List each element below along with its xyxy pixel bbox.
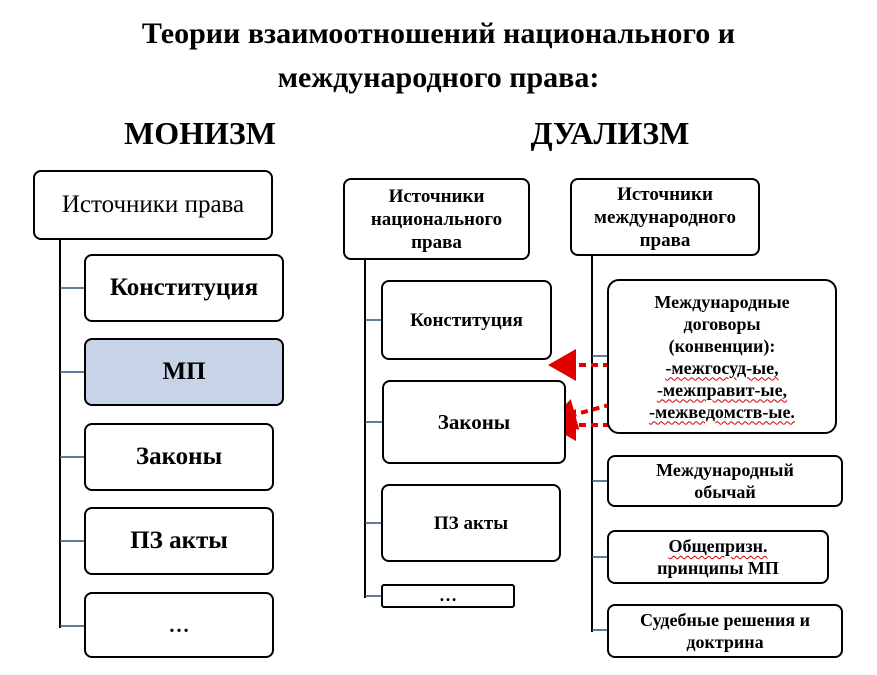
monism-item-constitution: Конституция	[84, 254, 284, 322]
national-root-line: Источники	[388, 185, 485, 207]
treaty-kind-intergovernmental: -межправит-ые,	[656, 379, 788, 400]
treaty-kind-interdepartmental: -межведомств-ые.	[649, 401, 795, 422]
dualism-heading: ДУАЛИЗМ	[530, 115, 690, 151]
national-item-laws: Законы	[382, 380, 566, 464]
national-root-line: национального	[370, 208, 503, 230]
dualism-international-root: Источники международного права	[570, 178, 760, 256]
monism-root-label: Источники права	[61, 191, 245, 218]
international-item-judicial: Судебные решения и доктрина	[607, 604, 843, 658]
national-item-ellipsis: …	[381, 584, 515, 608]
national-item-bylaws: ПЗ акты	[381, 484, 561, 562]
national-item-label: …	[439, 585, 457, 605]
monism-item-label: …	[168, 613, 190, 637]
monism-item-label: Законы	[135, 443, 223, 470]
national-item-label: Законы	[437, 410, 511, 434]
international-item-line: обычай	[694, 482, 756, 502]
international-item-line: Общепризн.	[668, 536, 768, 556]
treaties-line: (конвенции):	[668, 335, 776, 356]
international-root-line: права	[639, 229, 691, 251]
national-item-constitution: Конституция	[381, 280, 552, 360]
monism-item-ellipsis: …	[84, 592, 274, 658]
page-title-line-2: международного права:	[277, 61, 600, 94]
international-item-line: доктрина	[686, 632, 764, 652]
monism-heading: МОНИЗМ	[124, 115, 276, 151]
dualism-national-root: Источники национального права	[343, 178, 530, 260]
international-item-line: Международный	[656, 460, 794, 480]
international-item-principles: Общепризн. принципы МП	[607, 530, 829, 584]
international-item-line: Судебные решения и	[640, 610, 810, 630]
international-root-line: международного	[594, 206, 736, 228]
monism-item-label: МП	[162, 358, 206, 385]
international-treaties: Международные договоры (конвенции): -меж…	[607, 279, 837, 434]
treaties-line: договоры	[683, 313, 761, 334]
monism-item-laws: Законы	[84, 423, 274, 491]
national-item-label: ПЗ акты	[433, 512, 509, 534]
treaties-line: Международные	[654, 291, 790, 312]
national-root-line: права	[411, 231, 462, 253]
monism-item-label: Конституция	[109, 274, 259, 301]
international-item-custom: Международный обычай	[607, 455, 843, 507]
treaty-kind-interstate: -межгосуд-ые,	[665, 357, 779, 378]
international-item-line: принципы МП	[657, 558, 779, 578]
page-title-line-1: Теории взаимоотношений национального и	[141, 17, 736, 50]
monism-item-international-law: МП	[84, 338, 284, 406]
international-root-line: Источники	[617, 183, 713, 205]
monism-item-bylaws: ПЗ акты	[84, 507, 274, 575]
national-item-label: Конституция	[410, 309, 523, 331]
monism-item-label: ПЗ акты	[130, 527, 228, 554]
monism-root-sources: Источники права	[33, 170, 273, 240]
